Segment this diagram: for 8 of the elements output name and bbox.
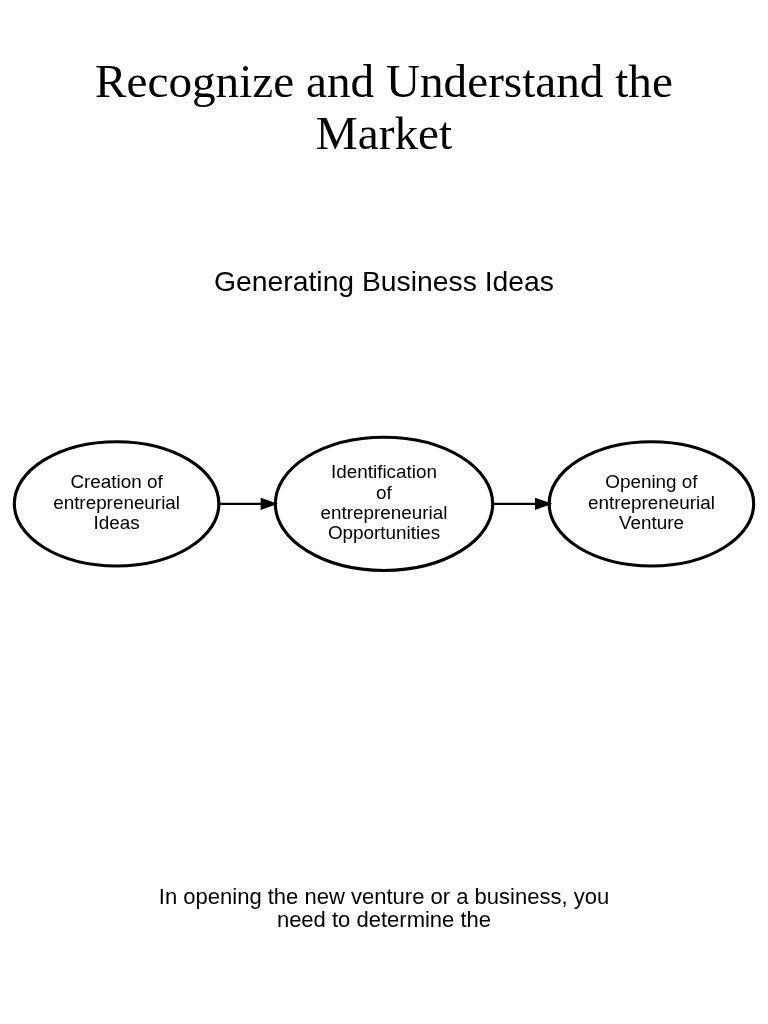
arrow [218, 497, 278, 510]
arrow [493, 497, 553, 510]
label: In opening the new venture or a business, you need to determine the [158, 883, 610, 932]
node-ellipse: Creation of entrepreneurial Ideas [12, 439, 221, 568]
node-ellipse: Opening of entrepreneurial Venture [547, 439, 756, 568]
diagram-title: Recognize and Understand the Market [95, 54, 673, 159]
node-ellipse: Identification of entrepreneurial Opportunities [273, 435, 495, 572]
label: Generating Business Ideas [214, 264, 554, 297]
